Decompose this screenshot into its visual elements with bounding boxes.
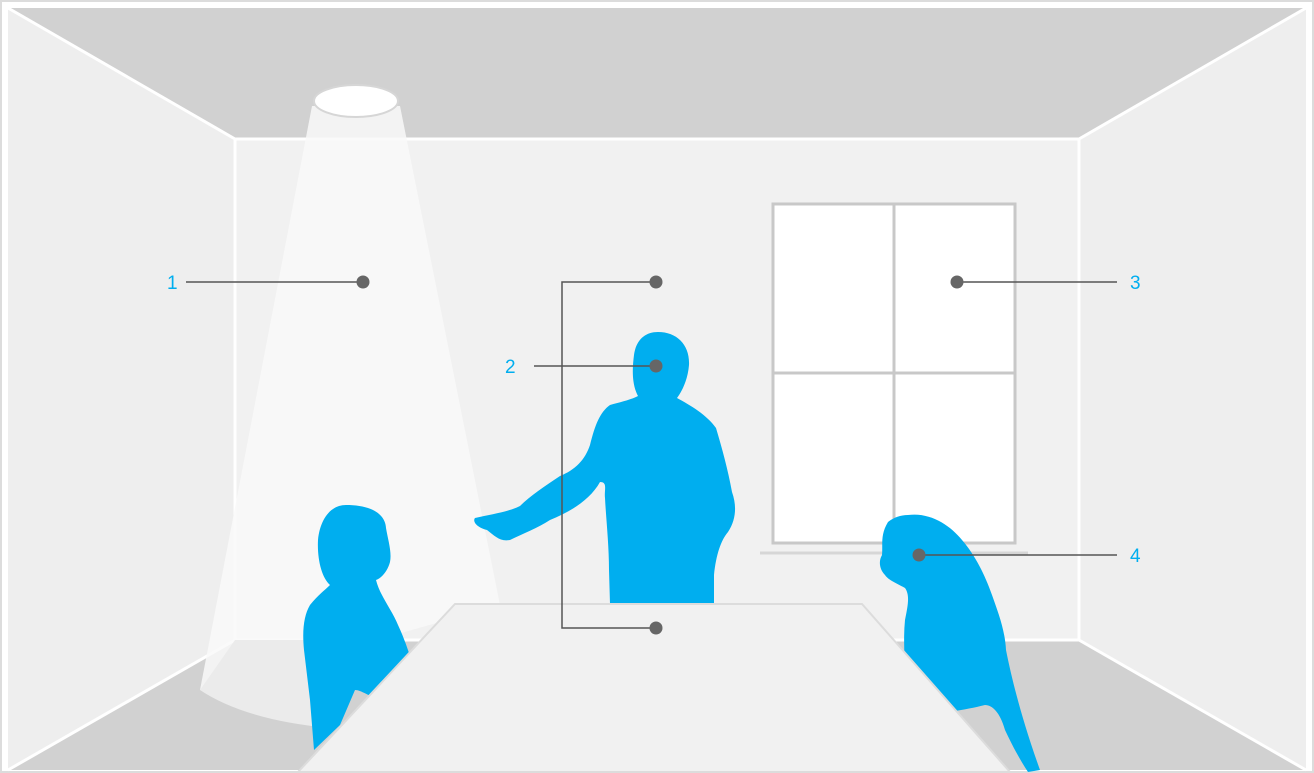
callout-4-label: 4	[1130, 546, 1141, 567]
right-wall	[1079, 8, 1306, 770]
left-wall	[8, 8, 235, 770]
callout-1-label: 1	[167, 273, 178, 294]
ceiling-light-icon	[313, 84, 399, 118]
callout-2-bracket	[561, 281, 656, 629]
callout-3-label: 3	[1130, 273, 1141, 294]
window	[760, 202, 1028, 555]
callout-2-label: 2	[505, 357, 516, 378]
person-standing-silhouette	[474, 332, 736, 604]
edge-bottom-left	[7, 638, 236, 772]
light-beam	[200, 106, 500, 690]
edge-bottom-right	[1078, 638, 1307, 772]
edge-top-right	[1078, 6, 1307, 141]
callout-4-dot	[912, 548, 926, 562]
room-edges	[7, 6, 1307, 772]
callout-2-head-dot	[649, 359, 663, 373]
callout-1-dot	[356, 275, 370, 289]
callout-lines	[186, 281, 1117, 629]
callout-3-dot	[950, 275, 964, 289]
callout-2-table-dot	[649, 621, 663, 635]
callout-2-top-dot	[649, 275, 663, 289]
floor-light-pool	[200, 640, 340, 728]
edge-top-left	[7, 6, 236, 141]
callout-dots	[356, 275, 964, 635]
meeting-table	[295, 603, 1013, 773]
